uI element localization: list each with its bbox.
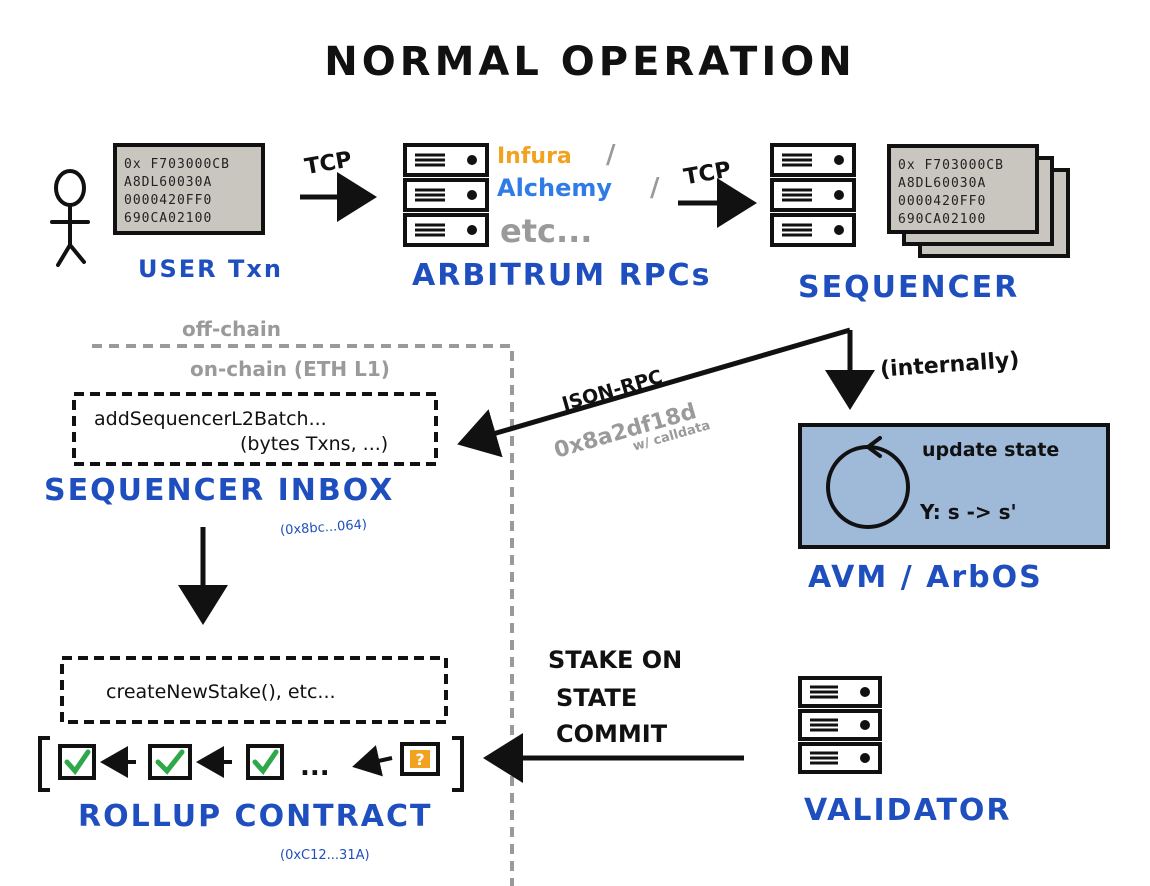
tcp-label-2: TCP [682,158,733,191]
user-txn-screen: 0x F703000CB A8DL60030A 0000420FF0 690CA… [113,143,265,235]
json-rpc-arrow [457,327,851,458]
provider-slash: / [606,140,616,170]
sequencer-txn-stack [887,144,1070,258]
rollup-call: createNewStake(), etc... [106,681,336,703]
avm-transition: Y: s -> s' [919,500,1017,524]
check-block-icon [58,744,96,780]
avm-update-label: update state [922,439,1059,461]
page-title: NORMAL OPERATION [324,39,855,85]
on-chain-label: on-chain (ETH L1) [190,357,390,381]
stake-label-line: STAKE ON [548,646,682,674]
sequencer-hex-line: 0000420FF0 [898,194,986,209]
rollup-call-box [60,656,448,724]
stake-label-line: STATE [556,684,637,712]
state-loop-icon [826,436,910,529]
provider-slash: / [650,173,660,203]
validator-server-icon [798,676,882,774]
provider-alchemy: Alchemy [497,174,612,202]
inbox-call-box [72,392,438,466]
validator-label: VALIDATOR [804,793,1012,828]
user-hex-line: A8DL60030A [124,175,212,190]
provider-etc: etc... [500,212,592,250]
sequencer-server-icon [770,143,856,247]
rollup-chain: ... ? [38,736,464,792]
rpc-label: ARBITRUM RPCs [412,258,712,293]
stick-figure-icon [50,169,90,267]
pending-block-icon: ? [400,742,440,776]
rollup-address: (0xC12...31A) [280,848,370,863]
avm-label: AVM / ArbOS [808,560,1043,595]
check-block-icon [148,744,192,780]
off-chain-label: off-chain [182,317,281,341]
user-hex-line: 0x F703000CB [124,157,230,172]
rpc-server-icon [403,143,489,247]
tcp-label-1: TCP [303,147,354,180]
stake-label-line: COMMIT [556,720,668,748]
chain-ellipsis: ... [300,752,330,782]
avm-box [798,423,1110,549]
inbox-label: SEQUENCER INBOX [44,473,394,508]
rollup-label: ROLLUP CONTRACT [78,799,432,834]
chain-link-arrow [352,745,393,777]
sequencer-hex-line: A8DL60030A [898,176,986,191]
json-rpc-label: JSON-RPC [558,366,665,416]
inbox-address: (0x8bc...064) [280,517,368,538]
chain-boundary [92,344,514,886]
sequencer-hex-line: 0x F703000CB [898,158,1004,173]
internally-label: (internally) [879,348,1020,383]
user-hex-line: 690CA02100 [124,211,212,226]
provider-infura: Infura [497,144,572,169]
question-mark: ? [415,750,424,769]
user-txn-label: USER Txn [138,255,283,283]
sequencer-label: SEQUENCER [798,270,1019,305]
check-block-icon [246,744,284,780]
user-hex-line: 0000420FF0 [124,193,212,208]
sequencer-hex-line: 690CA02100 [898,212,986,227]
inbox-call-line-2: (bytes Txns, ...) [240,433,388,455]
inbox-call-line-1: addSequencerL2Batch... [94,408,327,430]
